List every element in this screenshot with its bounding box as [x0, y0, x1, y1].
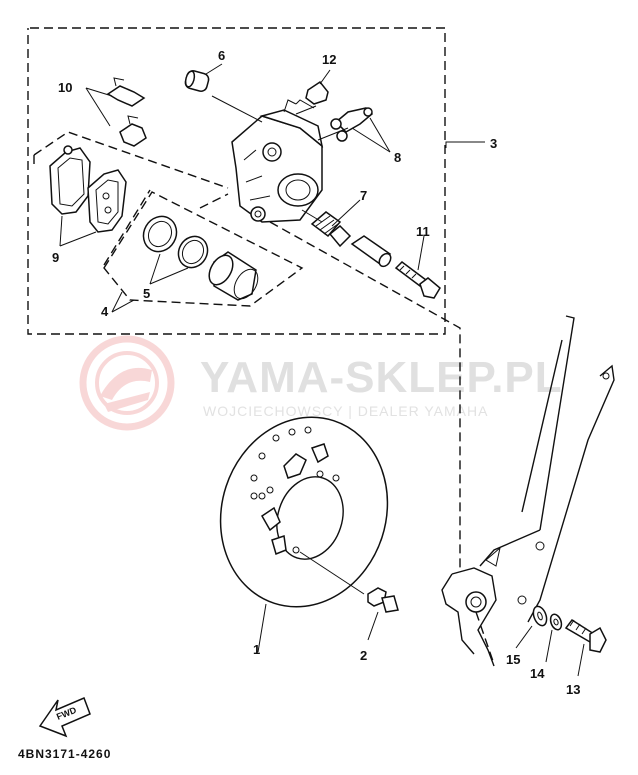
part-15-washer	[515, 605, 548, 649]
callout-12: 12	[322, 52, 336, 67]
callout-5: 5	[143, 286, 150, 301]
diagram-code: 4BN3171-4260	[18, 747, 111, 761]
watermark-logo	[79, 335, 175, 431]
callout-4: 4	[101, 304, 109, 319]
watermark-title: YAMA-SKLEP.PL	[200, 353, 563, 402]
part-8-bleed-screws	[317, 107, 374, 142]
caliper-assembly-boundary	[27, 27, 446, 335]
part-6-boot	[184, 70, 263, 123]
callout-13: 13	[566, 682, 580, 697]
piston	[208, 251, 259, 301]
callout-10: 10	[58, 80, 72, 95]
part-13-axle-bolt	[564, 618, 607, 677]
callout-1: 1	[253, 642, 260, 657]
part-12-cap	[295, 80, 329, 115]
pad-group-boundary	[33, 131, 229, 266]
part-7-pin-assembly	[301, 209, 392, 268]
watermark: YAMA-SKLEP.PL WOJCIECHOWSCY | DEALER YAM…	[79, 335, 563, 431]
seal-group-boundary	[103, 191, 304, 307]
part-5-seals	[142, 215, 209, 285]
watermark-subtitle: WOJCIECHOWSCY | DEALER YAMAHA	[203, 403, 488, 419]
part-1-brake-disc	[219, 416, 389, 653]
front-fork-leg	[441, 315, 615, 667]
callout-14: 14	[530, 666, 545, 681]
mount-leader-lines	[199, 193, 461, 572]
caliper-body	[231, 99, 324, 223]
part-9-brake-pads	[49, 145, 127, 247]
callout-7: 7	[360, 188, 367, 203]
part-11-bolt	[394, 261, 441, 299]
callout-2: 2	[360, 648, 367, 663]
part-14-washer	[545, 613, 563, 663]
fwd-arrow-icon: FWD	[38, 697, 91, 738]
callout-leaders	[111, 63, 485, 313]
callout-3: 3	[490, 136, 497, 151]
callout-8: 8	[394, 150, 401, 165]
callout-9: 9	[52, 250, 59, 265]
callout-labels: 1 2 3 4 5 6 7 8 9 10 11 12 13 14 15	[52, 48, 580, 697]
callout-15: 15	[506, 652, 520, 667]
callout-11: 11	[416, 224, 430, 239]
part-10-pad-springs	[85, 77, 147, 147]
part-2-disc-bolt	[367, 587, 399, 641]
callout-6: 6	[218, 48, 225, 63]
